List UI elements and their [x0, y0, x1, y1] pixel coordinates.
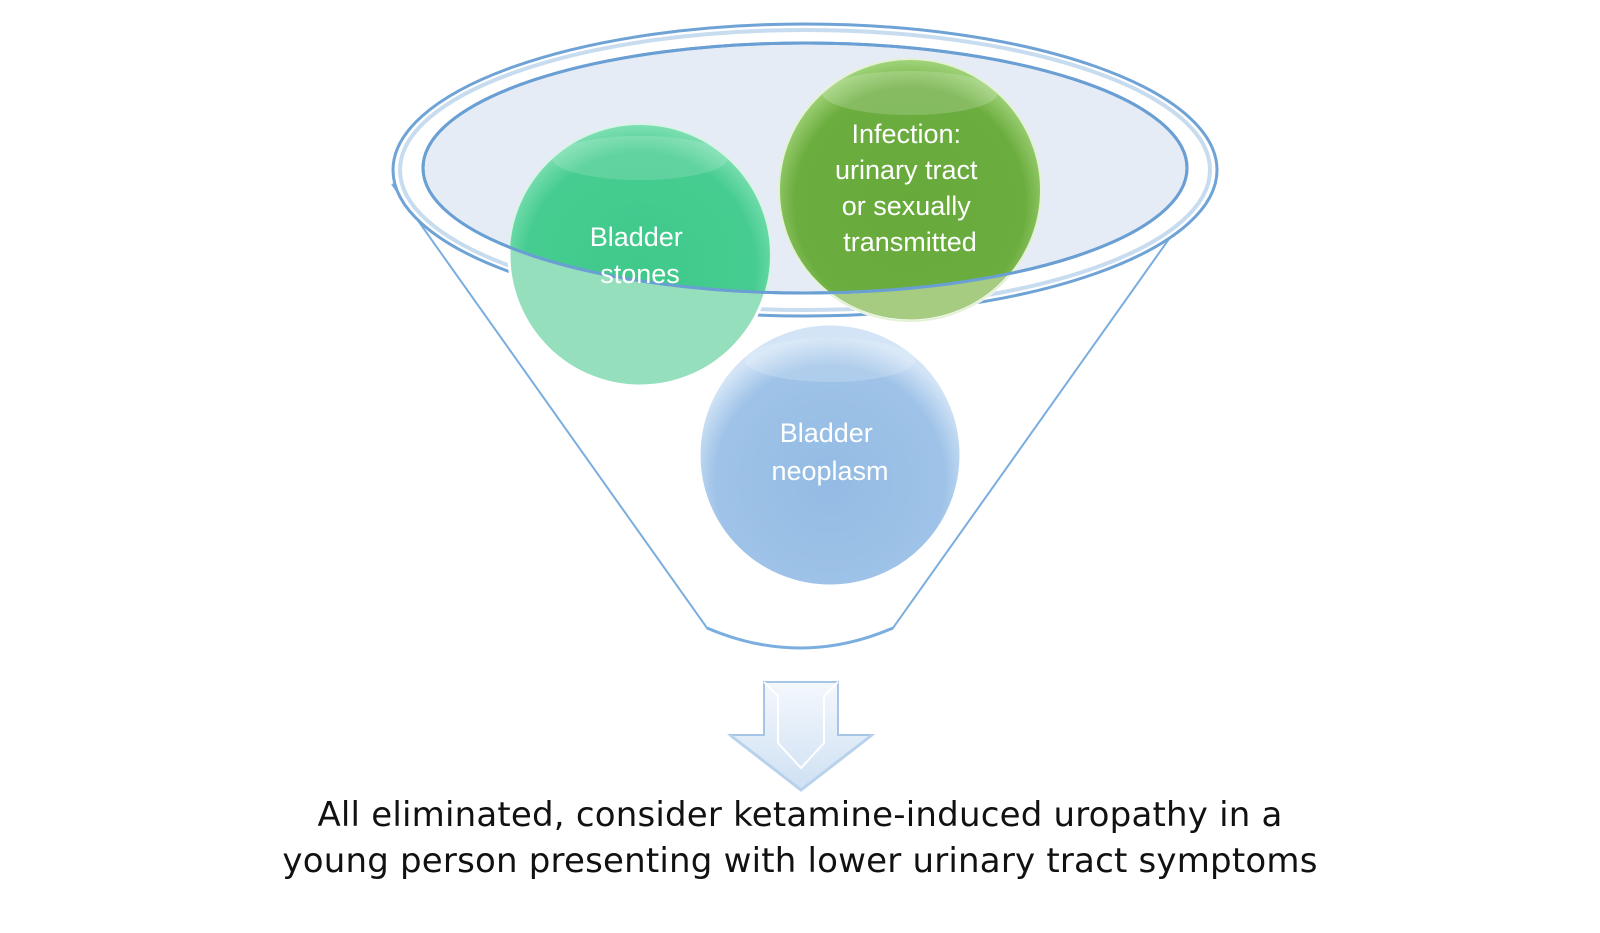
conclusion-line-1: All eliminated, consider ketamine-induce…	[317, 795, 1283, 835]
ball-stones	[509, 124, 771, 293]
funnel-spout	[706, 626, 894, 650]
neoplasm-label: Bladder neoplasm	[771, 418, 888, 486]
infection-label: Infection: urinary tract or sexually tra…	[835, 119, 985, 257]
ball-infection	[779, 59, 1041, 293]
ball-neoplasm: Bladder neoplasm	[697, 322, 963, 588]
funnel-rim-band	[398, 28, 1212, 312]
conclusion-text: All eliminated, consider ketamine-induce…	[200, 792, 1400, 884]
down-arrow-icon	[727, 681, 875, 792]
stones-label: Bladder stones	[590, 222, 691, 289]
conclusion-line-2: young person presenting with lower urina…	[282, 841, 1318, 881]
